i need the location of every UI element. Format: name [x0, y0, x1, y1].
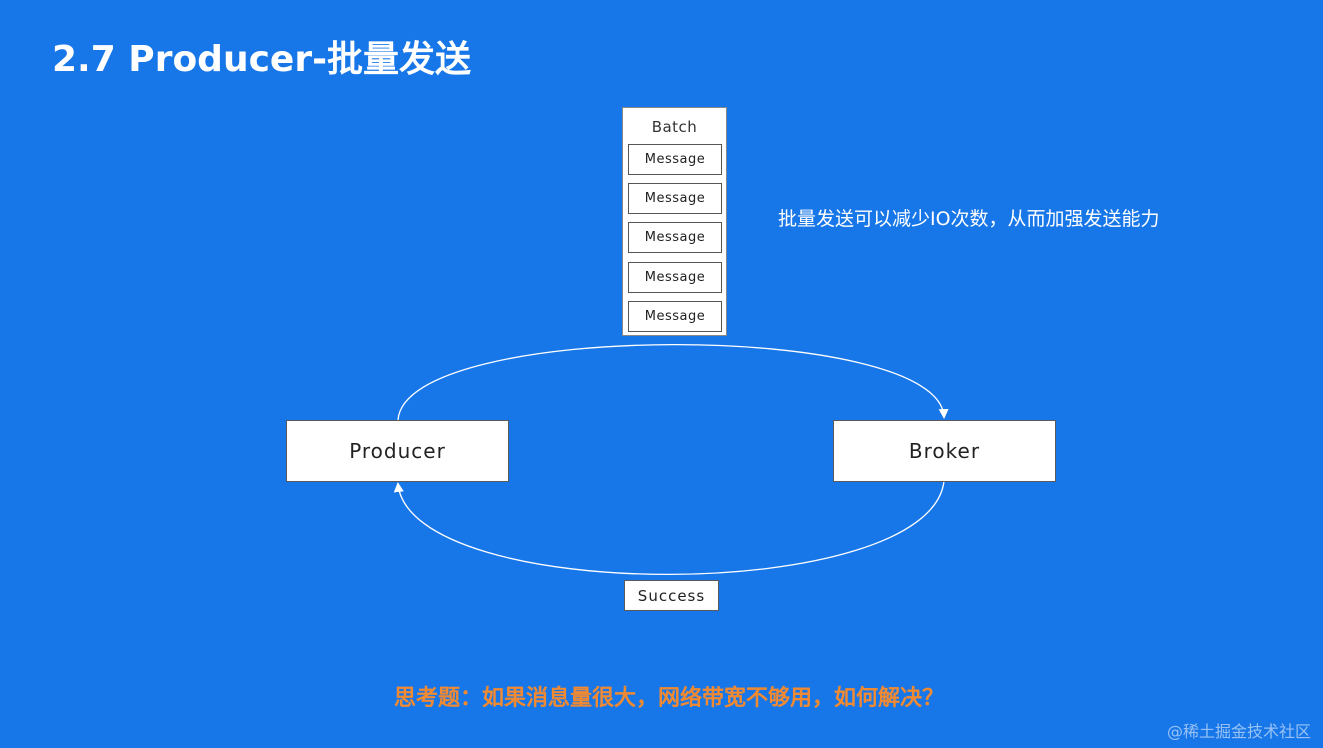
watermark: @稀土掘金技术社区 [1166, 722, 1311, 741]
message-box: Message [628, 262, 722, 293]
producer-node: Producer [286, 420, 509, 482]
batch-box: Batch Message Message Message Message Me… [622, 107, 727, 336]
success-box: Success [624, 580, 719, 611]
broker-node: Broker [833, 420, 1056, 482]
message-box: Message [628, 183, 722, 214]
message-box: Message [628, 144, 722, 175]
ack-arrow [393, 480, 945, 576]
send-arrow [397, 343, 949, 421]
batch-label: Batch [651, 118, 698, 136]
message-box: Message [628, 222, 722, 253]
message-box: Message [628, 301, 722, 332]
thinking-question: 思考题：如果消息量很大，网络带宽不够用，如何解决？ [394, 686, 945, 711]
slide-title: 2.7 Producer-批量发送 [52, 39, 472, 80]
batch-benefit-note: 批量发送可以减少IO次数，从而加强发送能力 [778, 208, 1160, 230]
